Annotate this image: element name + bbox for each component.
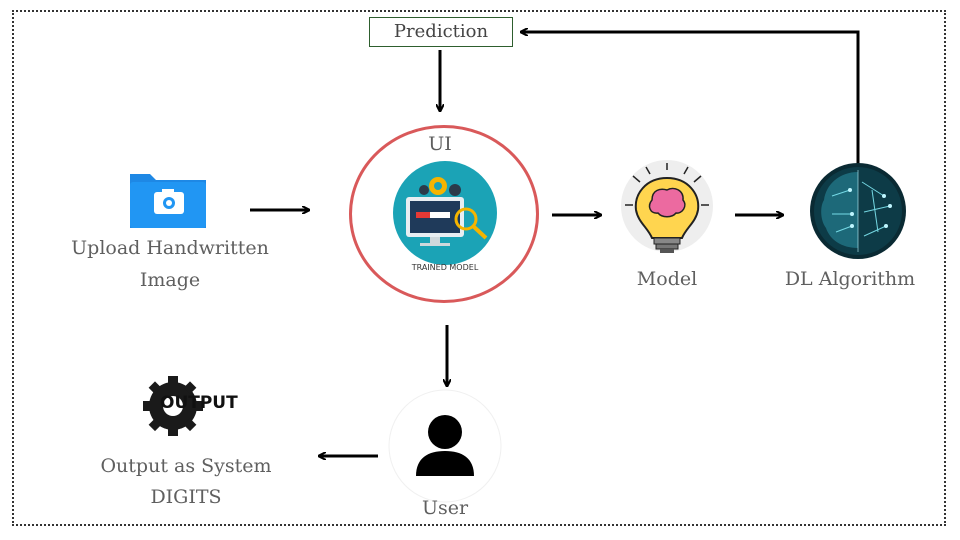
dl-algorithm-label: DL Algorithm	[784, 268, 916, 290]
output-icon-text: OUTPUT	[160, 393, 238, 413]
arrow-dl-to-prediction	[522, 32, 860, 165]
upload-label-line2: Image	[139, 269, 201, 291]
user-label: User	[421, 497, 469, 519]
prediction-node: Prediction	[369, 17, 513, 47]
ui-label: UI	[428, 133, 452, 155]
output-label-line2: DIGITS	[150, 486, 222, 508]
diagram-frame	[12, 10, 946, 526]
trained-model-caption: TRAINED MODEL	[411, 263, 479, 272]
upload-label-line1: Upload Handwritten	[71, 237, 269, 259]
model-label: Model	[636, 268, 698, 290]
output-label-line1: Output as System	[100, 455, 272, 477]
